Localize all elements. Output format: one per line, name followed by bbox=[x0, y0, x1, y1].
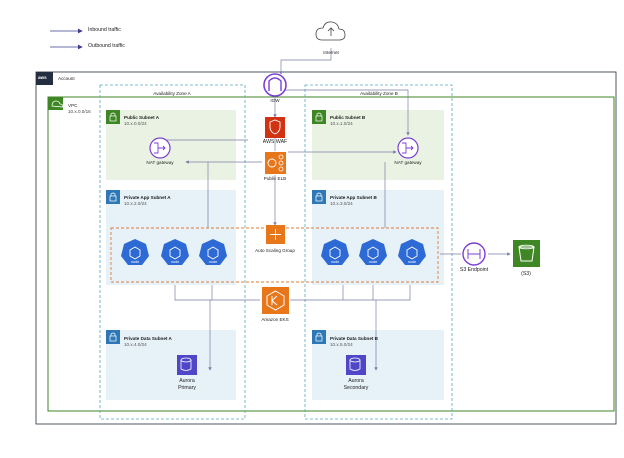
aurora-primary-label-1: Aurora bbox=[179, 378, 195, 384]
waf-label: AWS WAF bbox=[262, 139, 288, 145]
asg-label: Auto Scaling Group bbox=[255, 248, 295, 253]
private-app-subnet-a-title: Private App Subnet A bbox=[124, 195, 171, 200]
node-icons bbox=[121, 239, 426, 265]
eks-node-icon bbox=[398, 239, 426, 265]
eks-node-icon bbox=[321, 239, 349, 265]
vpc-boundary bbox=[47, 96, 615, 412]
public-subnet-b-box bbox=[312, 110, 444, 180]
load-balancer-icon bbox=[265, 152, 286, 174]
s3-bucket-icon bbox=[513, 240, 540, 267]
internet-label: Internet bbox=[323, 50, 339, 55]
private-data-subnet-a-cidr: 10.x.4.0/24 bbox=[124, 342, 147, 347]
lock-icon bbox=[106, 110, 120, 124]
node-label: node bbox=[330, 260, 340, 264]
private-app-subnet-a-box bbox=[106, 190, 236, 285]
node-label: node bbox=[130, 260, 140, 264]
vpc-icon bbox=[48, 97, 63, 110]
private-data-subnet-a-title: Private Data Subnet A bbox=[124, 336, 172, 341]
aurora-secondary-label-2: Secondary bbox=[343, 385, 369, 391]
lock-icon bbox=[312, 110, 326, 124]
lock-icon bbox=[312, 330, 326, 344]
availability-zone-b-label: Availability Zone B bbox=[360, 91, 398, 96]
cloud-icon bbox=[315, 21, 346, 41]
lock-icon bbox=[106, 330, 120, 344]
private-app-subnet-b-box bbox=[312, 190, 444, 285]
private-data-subnet-b-title: Private Data Subnet B bbox=[330, 336, 378, 341]
account-boundary bbox=[35, 71, 617, 425]
legend-inbound-label: Inbound traffic bbox=[88, 27, 121, 33]
eks-node-icon bbox=[359, 239, 387, 265]
nat-gateway-icon bbox=[149, 137, 171, 159]
aurora-primary-icon bbox=[177, 355, 197, 375]
node-label: node bbox=[170, 260, 180, 264]
eks-label: Amazon EKS bbox=[261, 317, 289, 322]
lock-icon bbox=[312, 190, 326, 204]
s3-endpoint-label: S3 Endpoint bbox=[459, 267, 489, 273]
node-label: node bbox=[208, 260, 218, 264]
private-data-subnet-a-box bbox=[106, 330, 236, 400]
nat-gateway-b-label: NAT gateway bbox=[394, 160, 422, 165]
eks-node-icon bbox=[161, 239, 189, 265]
eks-node-icon bbox=[199, 239, 227, 265]
elb-label: Public ELB bbox=[263, 176, 287, 181]
availability-zone-a-label: Availability Zone A bbox=[153, 91, 191, 96]
private-data-subnet-b-box bbox=[312, 330, 444, 400]
aurora-secondary-icon bbox=[346, 355, 366, 375]
availability-zone-b bbox=[304, 84, 453, 420]
legend-outbound-label: Outbound traffic bbox=[88, 43, 125, 49]
public-subnet-b-cidr: 10.x.1.0/24 bbox=[330, 121, 353, 126]
public-subnet-a-box bbox=[106, 110, 236, 180]
private-data-subnet-b-cidr: 10.x.5.0/24 bbox=[330, 342, 353, 347]
nat-gateway-icon bbox=[397, 137, 419, 159]
private-app-subnet-a-cidr: 10.x.2.0/24 bbox=[124, 201, 147, 206]
account-label: Account bbox=[58, 76, 75, 81]
eks-node-icon bbox=[121, 239, 149, 265]
s3-label: (S3) bbox=[521, 271, 531, 277]
node-label: node bbox=[368, 260, 378, 264]
availability-zone-a bbox=[99, 84, 246, 420]
vpc-label: VPC bbox=[68, 103, 78, 108]
lock-icon bbox=[106, 190, 120, 204]
public-subnet-b-title: Public Subnet B bbox=[330, 115, 366, 120]
node-label: node bbox=[407, 260, 417, 264]
igw-label: IGW bbox=[270, 98, 280, 103]
private-app-subnet-b-title: Private App Subnet B bbox=[330, 195, 377, 200]
nat-gateway-a-label: NAT gateway bbox=[146, 160, 174, 165]
auto-scaling-group-boundary bbox=[110, 227, 439, 283]
private-app-subnet-b-cidr: 10.x.3.0/24 bbox=[330, 201, 353, 206]
aws-logo-icon bbox=[36, 72, 53, 85]
aws-logo-text: aws bbox=[38, 75, 47, 80]
public-subnet-a-cidr: 10.x.0.0/24 bbox=[124, 121, 147, 126]
aurora-primary-label-2: Primary bbox=[178, 385, 196, 391]
public-subnet-a-title: Public Subnet A bbox=[124, 115, 160, 120]
vpc-cidr: 10.x.0.0/16 bbox=[68, 109, 91, 114]
aurora-secondary-label-1: Aurora bbox=[348, 378, 364, 384]
